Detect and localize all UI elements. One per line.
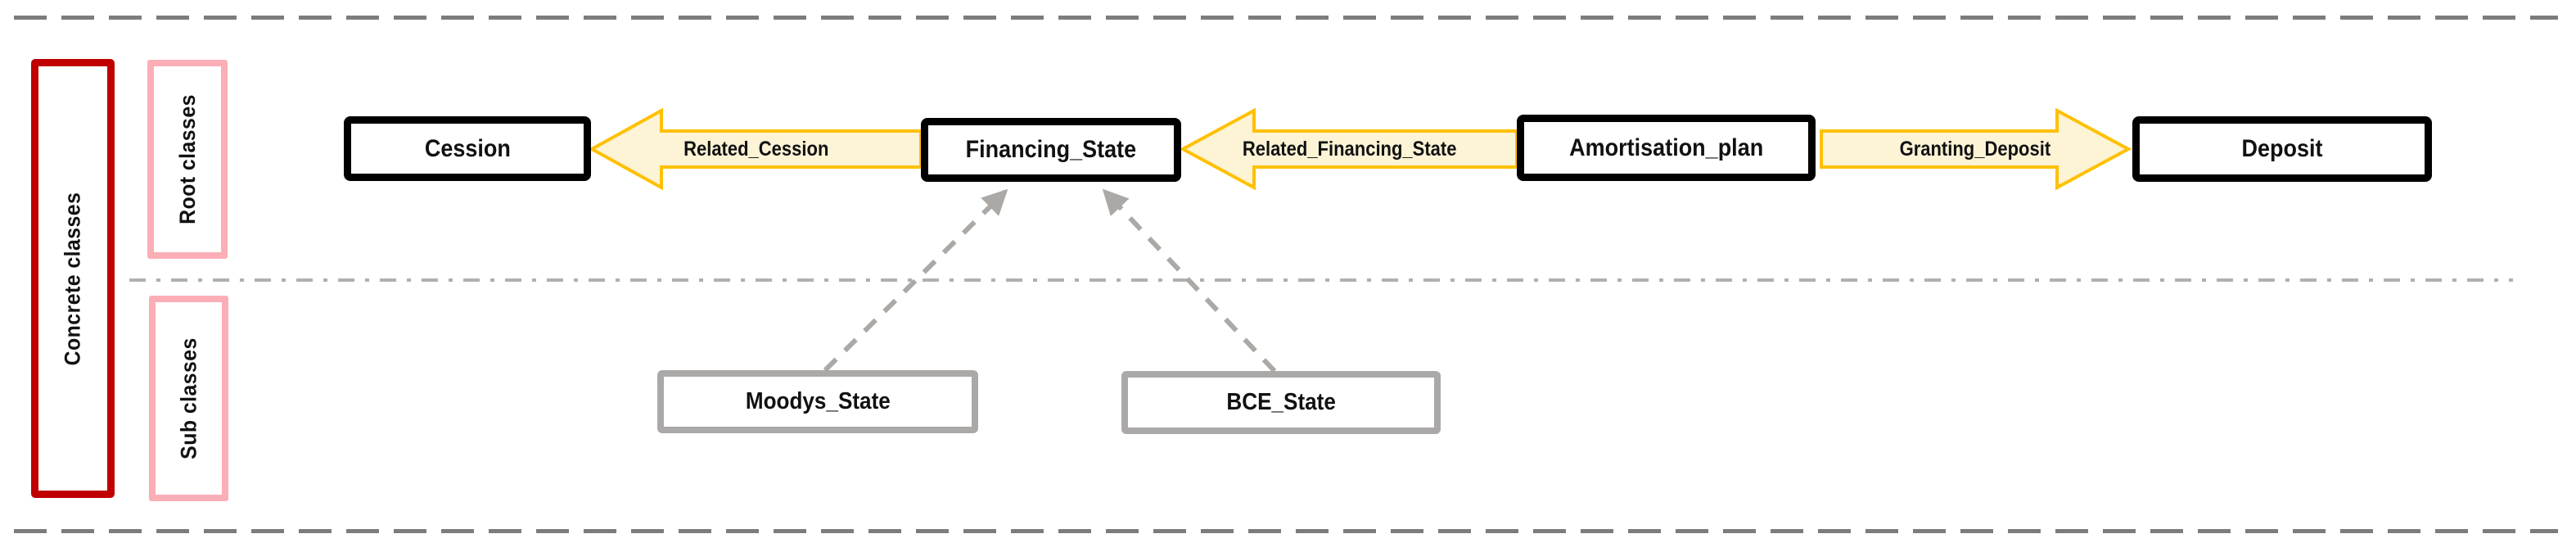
root-sub-divider-line bbox=[129, 278, 2513, 282]
relation-label-related-cession: Related_Cession bbox=[683, 137, 829, 161]
inheritance-arrow-bce-to-financing bbox=[1102, 188, 1277, 373]
inheritance-arrow-moodys-to-financing bbox=[823, 188, 1008, 373]
class-node-amortisation-plan: Amortisation_plan bbox=[1517, 115, 1816, 181]
lane-concrete-classes: Concrete classes bbox=[31, 59, 115, 498]
relation-label-granting-deposit: Granting_Deposit bbox=[1899, 137, 2050, 161]
class-node-bce-state: BCE_State bbox=[1121, 371, 1441, 434]
lane-root-classes: Root classes bbox=[147, 60, 228, 259]
top-dashed-boundary-line bbox=[14, 16, 2558, 20]
class-node-moodys-state: Moodys_State bbox=[657, 370, 978, 433]
class-node-cession: Cession bbox=[344, 116, 591, 181]
relation-arrow-granting-deposit bbox=[1820, 107, 2132, 191]
class-node-deposit: Deposit bbox=[2132, 116, 2432, 182]
lane-sub-classes: Sub classes bbox=[149, 296, 228, 501]
relation-label-related-financing-state: Related_Financing_State bbox=[1243, 137, 1457, 161]
class-node-financing-state: Financing_State bbox=[921, 118, 1181, 182]
bottom-dashed-boundary-line bbox=[14, 529, 2558, 533]
